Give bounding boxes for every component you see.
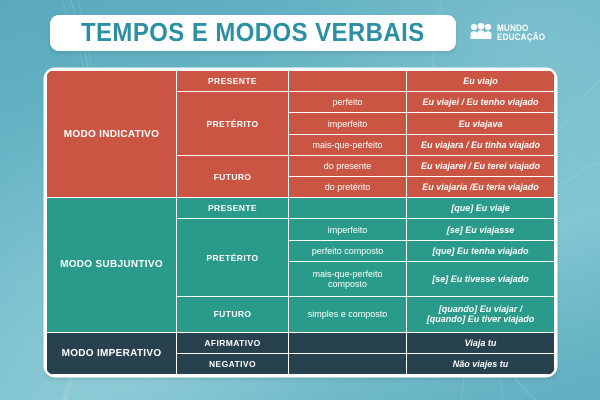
brand-line-2: EDUCAÇÃO xyxy=(496,32,545,42)
example-cell: [se] Eu viajasse xyxy=(406,218,555,241)
subtype-cell: do pretérito xyxy=(288,176,407,199)
table-row: NEGATIVO Não viajes tu xyxy=(47,352,555,375)
mode-cell: MODO INDICATIVO xyxy=(46,70,177,199)
mode-cell: MODO IMPERATIVO xyxy=(46,331,177,375)
subtype-cell: mais-que-perfeito xyxy=(288,133,407,156)
example-cell: Não viajes tu xyxy=(406,352,555,375)
page-title: TEMPOS E MODOS VERBAIS xyxy=(80,16,425,47)
example-line: Não viajes tu xyxy=(452,358,509,369)
subtype-cell: do presente xyxy=(288,154,407,178)
subtype-cell xyxy=(288,352,407,375)
subtype-cell xyxy=(288,331,407,354)
example-cell: Eu viajo xyxy=(406,70,555,93)
table-row: mais-que-perfeito composto [se] Eu tivess… xyxy=(47,260,555,298)
example-line: [que] Eu viaje xyxy=(451,203,510,214)
header: TEMPOS E MODOS VERBAIS MUNDO EDUCAÇÃO xyxy=(0,0,600,66)
subtype-cell: perfeito composto xyxy=(288,239,407,262)
example-line: Eu viajava xyxy=(458,118,503,129)
tense-cell: AFIRMATIVO xyxy=(176,331,289,354)
example-cell: [quando] Eu viajar /[quando] Eu tiver vi… xyxy=(406,296,555,333)
title-banner: TEMPOS E MODOS VERBAIS xyxy=(49,14,456,52)
subtype-cell: imperfeito xyxy=(288,218,407,241)
example-line: Viaja tu xyxy=(464,337,497,348)
subtype-cell xyxy=(288,197,407,220)
example-line: Eu viajei / Eu tenho viajado xyxy=(422,97,539,108)
three-people-icon xyxy=(470,22,492,44)
brand-name: MUNDO EDUCAÇÃO xyxy=(497,24,551,42)
example-line: [quando] Eu tiver viajado xyxy=(426,314,535,325)
example-line: [quando] Eu viajar / xyxy=(438,304,523,315)
example-cell: Eu viajei / Eu tenho viajado xyxy=(406,91,555,114)
table-row: perfeito composto [que] Eu tenha viajado xyxy=(47,239,555,262)
mode-cell: MODO SUBJUNTIVO xyxy=(46,197,177,333)
subtype-cell: mais-que-perfeito composto xyxy=(288,260,407,298)
subtype-cell xyxy=(288,70,407,93)
tense-cell: PRESENTE xyxy=(176,197,289,220)
example-line: Eu viajarei / Eu terei viajado xyxy=(420,160,541,171)
example-cell: Eu viajarei / Eu terei viajado xyxy=(406,154,555,178)
example-line: [se] Eu viajasse xyxy=(446,224,515,235)
example-cell: [que] Eu tenha viajado xyxy=(406,239,555,262)
table-row: imperfeito Eu viajava xyxy=(47,112,555,135)
example-line: [se] Eu tivesse viajado xyxy=(432,274,529,284)
table-row: do pretérito Eu viajaria /Eu teria viajad… xyxy=(47,176,555,199)
example-cell: [se] Eu tivesse viajado xyxy=(406,260,555,298)
example-cell: Eu viajava xyxy=(406,112,555,135)
table-row: mais-que-perfeito Eu viajara / Eu tinha v… xyxy=(47,133,555,156)
subtype-cell: perfeito xyxy=(288,91,407,114)
tense-cell: PRETÉRITO xyxy=(176,91,289,156)
tense-cell: PRETÉRITO xyxy=(176,218,289,298)
tense-cell: NEGATIVO xyxy=(176,352,289,375)
brand-line-1: MUNDO xyxy=(496,23,528,33)
example-line: Eu viajo xyxy=(463,76,498,87)
example-line: Eu viajaria /Eu teria viajado xyxy=(422,182,539,193)
subtype-cell: simples e composto xyxy=(288,296,407,333)
example-cell: Eu viajaria /Eu teria viajado xyxy=(406,176,555,199)
example-line: Eu viajara / Eu tinha viajado xyxy=(420,139,541,150)
tense-cell: PRESENTE xyxy=(176,70,289,93)
subtype-cell: imperfeito xyxy=(288,112,407,135)
example-line: [que] Eu tenha viajado xyxy=(432,245,529,256)
example-cell: [que] Eu viaje xyxy=(406,197,555,220)
brand-logo: MUNDO EDUCAÇÃO xyxy=(470,22,551,44)
example-cell: Viaja tu xyxy=(406,331,555,354)
example-cell: Eu viajara / Eu tinha viajado xyxy=(406,133,555,156)
tense-cell: FUTURO xyxy=(176,154,289,199)
tense-cell: FUTURO xyxy=(176,296,289,333)
